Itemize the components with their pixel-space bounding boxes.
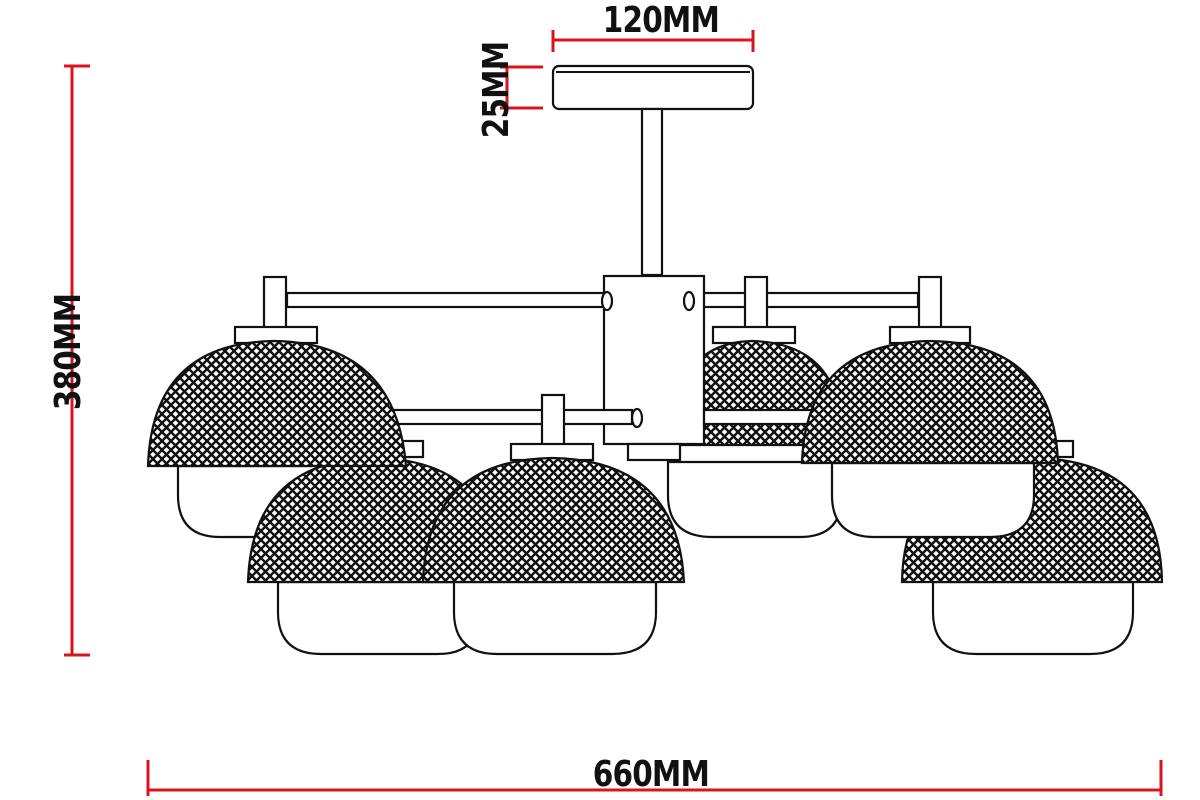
- back-arms: [262, 275, 943, 331]
- canopy-width-label: 120MM: [602, 0, 720, 41]
- front-arms: [390, 393, 816, 449]
- canopy-height-label: 25MM: [475, 41, 517, 139]
- canopy: [551, 64, 755, 111]
- dimension-canopy-height: [500, 65, 543, 110]
- lamp-back-right: [800, 325, 1060, 539]
- dimension-total-height: [64, 64, 90, 657]
- dimension-canopy-width: [551, 30, 755, 52]
- lamp-back-left-shade: [146, 339, 408, 468]
- central-hub: [600, 274, 706, 462]
- dimension-total-width: [146, 760, 1163, 796]
- lamp-front-center: [421, 442, 686, 656]
- total-width-label: 660MM: [592, 754, 710, 795]
- total-height-label: 380MM: [47, 293, 89, 411]
- down-rod: [640, 107, 664, 277]
